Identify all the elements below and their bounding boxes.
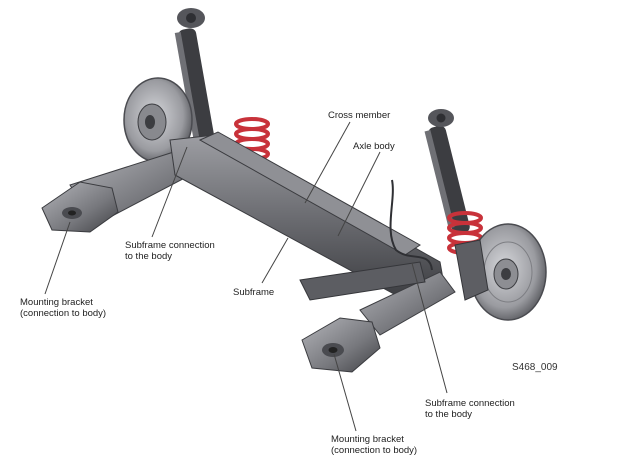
right-brake-disc	[454, 223, 547, 321]
label-mounting-bracket-left: Mounting bracket (connection to body)	[20, 297, 106, 319]
label-subframe-connection-left: Subframe connection to the body	[125, 240, 215, 262]
label-subframe-connection-left-line1: Subframe connection	[125, 240, 215, 251]
label-mounting-bracket-right-line1: Mounting bracket	[331, 434, 404, 445]
leader-mounting-right	[333, 353, 357, 432]
subframe	[69, 131, 456, 336]
label-subframe-connection-left-line2: to the body	[125, 251, 173, 262]
label-subframe: Subframe	[233, 287, 275, 298]
leader-subframe	[261, 237, 289, 284]
label-mounting-bracket-right-line2: (connection to body)	[331, 445, 418, 456]
leader-subframe-conn-left	[151, 146, 188, 238]
brake-line	[389, 179, 433, 271]
label-cross-member: Cross member	[328, 110, 391, 121]
figure-reference: S468_009	[512, 362, 558, 373]
label-axle-body: Axle body	[353, 141, 395, 152]
label-mounting-bracket-right: Mounting bracket (connection to body)	[331, 434, 417, 456]
label-subframe-connection-right-line2: to the body	[425, 409, 473, 420]
label-mounting-bracket-left-line1: Mounting bracket	[20, 297, 93, 308]
leader-axle-body	[337, 151, 381, 237]
leader-mounting-left	[44, 221, 71, 295]
label-mounting-bracket-left-line2: (connection to body)	[20, 308, 107, 319]
left-shock-absorber	[174, 8, 215, 146]
label-subframe-connection-right: Subframe connection to the body	[425, 398, 515, 420]
leader-cross-member	[304, 121, 351, 204]
label-subframe-connection-right-line1: Subframe connection	[425, 398, 515, 409]
right-mounting-bracket	[301, 317, 381, 373]
leader-subframe-conn-right	[411, 262, 448, 394]
left-mounting-bracket	[41, 181, 119, 233]
leader-lines	[44, 121, 448, 432]
right-shock-absorber	[424, 109, 470, 235]
